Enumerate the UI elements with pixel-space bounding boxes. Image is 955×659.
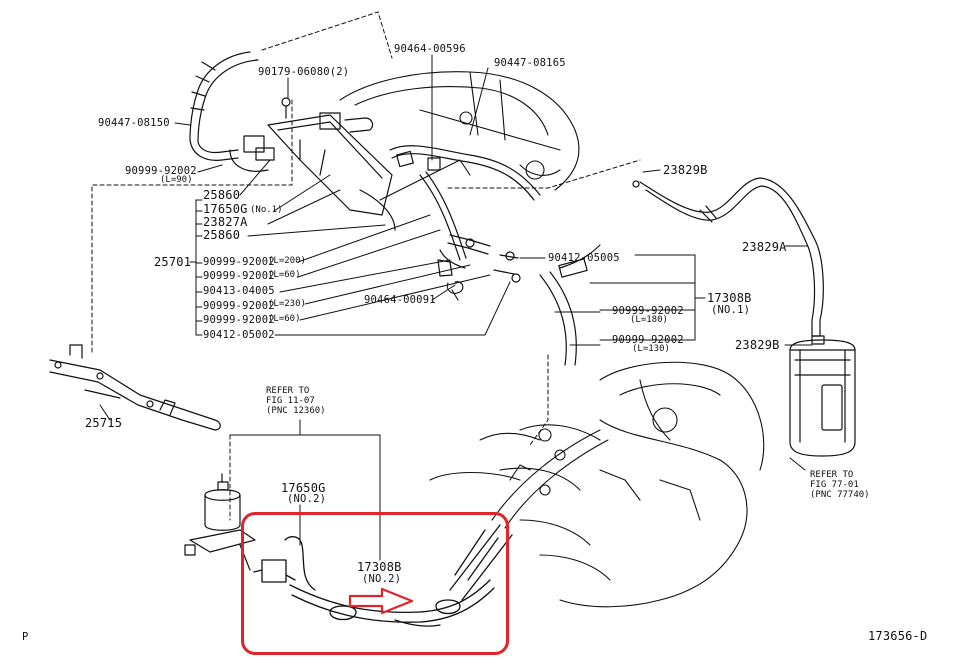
part-label: 90999-92002 (203, 314, 275, 326)
part-label: 90447-08150 (98, 117, 170, 129)
length-label: (L=90) (160, 175, 193, 185)
corner-mark: P (22, 631, 29, 643)
lower-engine (429, 361, 765, 608)
part-label: 25715 (85, 416, 123, 430)
reference-note: (PNC 12360) (266, 406, 326, 416)
canister-hose (632, 177, 824, 337)
length-label: (L=60) (268, 270, 301, 280)
part-label: 23829B (735, 338, 780, 352)
highlight-box (241, 512, 509, 655)
number-label: (NO.2) (362, 573, 402, 585)
part-label: 90999-92002 (612, 334, 684, 346)
leader-lines (99, 54, 813, 561)
part-label: 90412-05002 (203, 329, 275, 341)
part-label: 23829A (742, 240, 787, 254)
length-label: (L=60) (268, 314, 301, 324)
part-label: 90413-04005 (203, 285, 275, 297)
charcoal-canister (789, 335, 856, 457)
part-label: 90179-06080(2) (258, 66, 350, 78)
part-label: 90999-92002 (203, 270, 275, 282)
part-label: 90447-08165 (494, 57, 566, 69)
reference-note: REFER TO (810, 470, 854, 480)
lower-hose-assembly (253, 524, 513, 627)
number-label: (No.1) (250, 205, 283, 215)
part-label: 25860 (203, 188, 241, 202)
part-label: 90999-92002 (612, 305, 684, 317)
diagram-id: 173656-D (868, 629, 928, 643)
engine-mount (184, 473, 256, 571)
part-label: 90464-00091 (364, 294, 436, 306)
part-label: 17308B (707, 291, 752, 305)
vacuum-hoses (389, 145, 601, 366)
part-label: 17650G (281, 481, 326, 495)
part-label: 25860 (203, 228, 241, 242)
part-label: 25701 (154, 255, 192, 269)
reference-note: REFER TO (266, 386, 310, 396)
bracket-25701 (229, 97, 396, 231)
part-label: 90999-92002 (203, 300, 275, 312)
reference-note: FIG 11-07 (266, 396, 315, 406)
length-label: (L=180) (630, 315, 668, 325)
part-label: 23827A (203, 215, 248, 229)
length-label: (L=130) (632, 344, 670, 354)
part-label: 90464-00596 (394, 43, 466, 55)
part-label: 23829B (663, 163, 708, 177)
reference-note: FIG 77-01 (810, 480, 859, 490)
number-label: (NO.2) (287, 493, 327, 505)
part-label: 90999-92002 (125, 165, 197, 177)
bracket-25715 (49, 344, 221, 431)
engine-outline (339, 71, 580, 201)
part-label: 17308B (357, 560, 402, 574)
length-label: (L=230) (268, 299, 306, 309)
length-label: (L=200) (268, 256, 306, 266)
intake-hose (491, 429, 609, 529)
part-label: 90999-92002 (203, 256, 275, 268)
reference-note: (PNC 77740) (810, 490, 870, 500)
hose-top-left (189, 51, 259, 161)
red-arrow (348, 587, 414, 615)
number-label: (NO.1) (711, 304, 751, 316)
part-label: 17650G (203, 202, 248, 216)
part-label: 90412-05005 (548, 252, 620, 264)
